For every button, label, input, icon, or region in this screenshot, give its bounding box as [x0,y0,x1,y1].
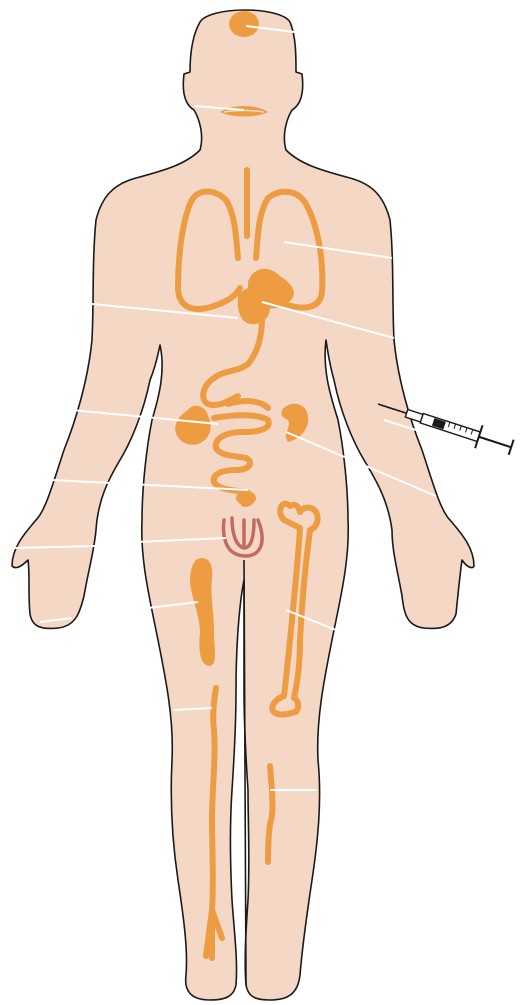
brain-icon [229,11,259,37]
bladder-icon [236,491,256,505]
